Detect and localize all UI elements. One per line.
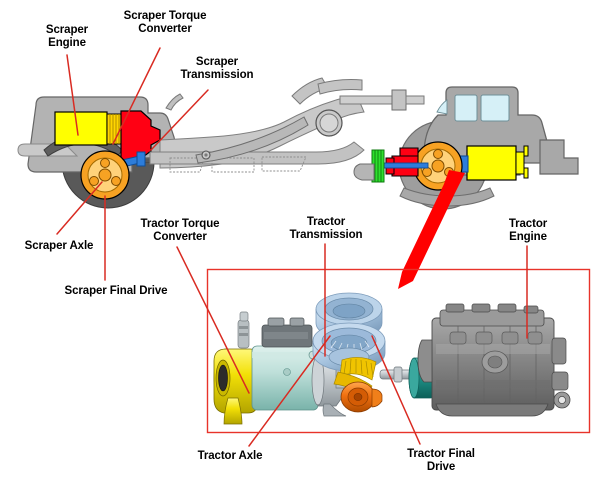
scraper-gooseneck [165, 93, 184, 111]
scraper-torque-converter-part [106, 113, 122, 145]
scraper-bowl-cutout [261, 156, 307, 172]
scraper-draft-arm [195, 116, 309, 164]
label-tractor-final-drive: Tractor Final Drive [407, 448, 475, 473]
tractor-engine-part [466, 145, 529, 181]
scraper-final-drive-part [80, 150, 130, 200]
tractor-transmission-part [385, 147, 419, 177]
tractor-hitch-rod [405, 95, 425, 105]
scraper-hitch-ball-inner [319, 113, 339, 133]
tractor-cab-glass-rear [480, 94, 510, 122]
label-scraper-transmission: Scraper Transmission [180, 56, 254, 81]
tractor-front-frame [353, 163, 375, 181]
zoom-callout-arrow [398, 170, 465, 289]
scraper-hitch-pin-center [204, 153, 208, 157]
photo-tractor-final-drive [340, 381, 383, 413]
label-scraper-engine: Scraper Engine [45, 24, 89, 49]
scraper-cutaway [17, 77, 365, 209]
tractor-cab-glass-front [454, 94, 478, 122]
label-scraper-final-drive: Scraper Final Drive [64, 285, 168, 297]
tractor-axle-part [383, 162, 429, 169]
tractor-drawbar [339, 95, 393, 105]
tractor-cutaway [339, 86, 579, 210]
label-scraper-torque-converter: Scraper Torque Converter [123, 10, 207, 35]
label-scraper-axle: Scraper Axle [24, 240, 94, 252]
tractor-radiator-part [371, 149, 385, 183]
label-tractor-axle: Tractor Axle [197, 450, 263, 462]
tractor-powertrain-photo [213, 292, 571, 425]
label-tractor-engine: Tractor Engine [508, 218, 548, 243]
photo-tractor-axle-housing [213, 348, 259, 425]
tractor-cab-glass-side [436, 99, 448, 115]
tractor-rear-deck [539, 139, 579, 175]
scraper-upper-beam [317, 79, 363, 95]
scraper-engine-part [54, 111, 108, 146]
label-tractor-transmission: Tractor Transmission [289, 216, 363, 241]
scraper-bowl-cutout [211, 157, 255, 173]
scraper-bowl-cutout [169, 157, 205, 173]
tractor-hitch-block [391, 89, 407, 111]
photo-tractor-engine [417, 303, 571, 417]
label-tractor-torque-converter: Tractor Torque Converter [140, 218, 220, 243]
